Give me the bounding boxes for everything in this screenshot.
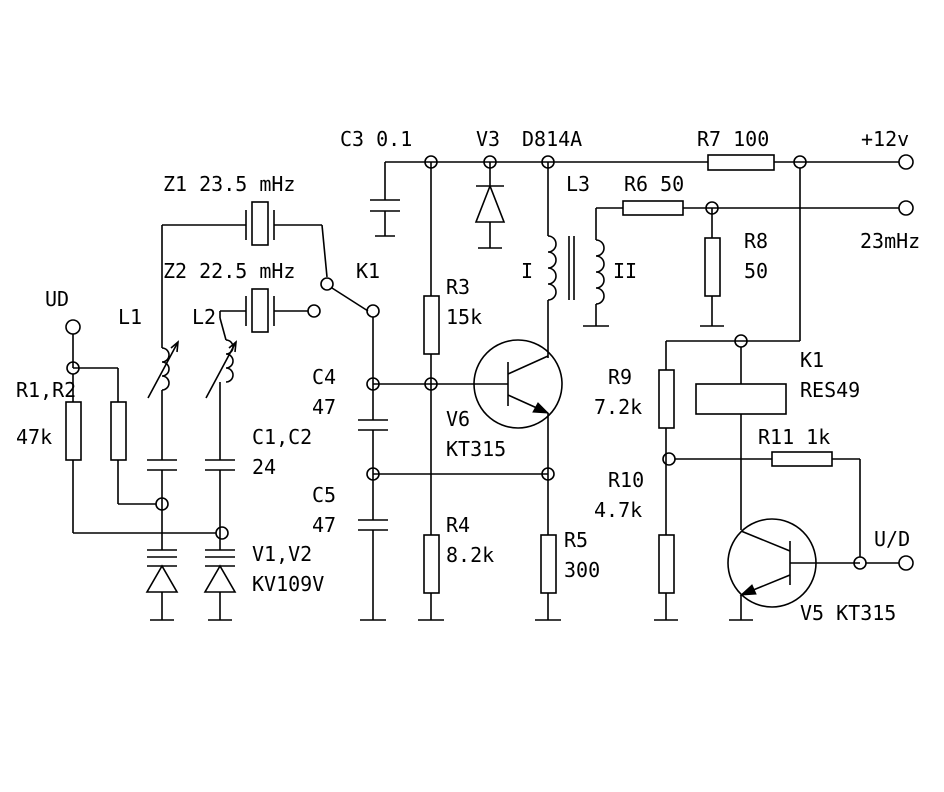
label-r4: R4 bbox=[446, 513, 470, 537]
label-d814a: D814A bbox=[522, 127, 582, 151]
resistor-r3 bbox=[423, 162, 440, 535]
label-v6: V6 bbox=[446, 407, 470, 431]
label-r5-value: 300 bbox=[564, 558, 600, 582]
label-r8: R8 bbox=[744, 229, 768, 253]
resistor-r6 bbox=[622, 200, 684, 216]
label-coil-i: I bbox=[521, 259, 533, 283]
label-plus12v: +12v bbox=[861, 127, 909, 151]
label-l2: L2 bbox=[192, 305, 216, 329]
transistor-v6 bbox=[473, 339, 563, 429]
resistor-r9 bbox=[658, 341, 675, 535]
relay-coil-k1 bbox=[695, 383, 787, 415]
relay-switch-k1 bbox=[331, 287, 380, 420]
label-v5: V5 KT315 bbox=[800, 601, 896, 625]
varicap-v1 bbox=[145, 549, 179, 621]
label-k1-relay-type: RES49 bbox=[800, 378, 860, 402]
label-l3: L3 bbox=[566, 172, 590, 196]
label-r3: R3 bbox=[446, 275, 470, 299]
label-ud: UD bbox=[45, 287, 69, 311]
coil-l1 bbox=[147, 225, 179, 460]
resistor-r4 bbox=[418, 534, 444, 621]
resistor-r8 bbox=[700, 208, 724, 327]
resistor-r5 bbox=[535, 534, 561, 621]
label-c1c2: C1,C2 bbox=[252, 425, 312, 449]
label-ud-out: U/D bbox=[874, 527, 910, 551]
relay-supply bbox=[666, 168, 801, 384]
label-r9-value: 7.2k bbox=[594, 395, 642, 419]
capacitor-c4 bbox=[358, 419, 388, 520]
label-c5-value: 47 bbox=[312, 513, 336, 537]
transistor-v5 bbox=[727, 518, 860, 621]
capacitor-c2 bbox=[205, 459, 235, 550]
coil-l2 bbox=[205, 311, 237, 460]
resistor-r7 bbox=[707, 154, 775, 171]
label-r8-value: 50 bbox=[744, 259, 768, 283]
label-k1-switch: K1 bbox=[356, 259, 380, 283]
coil-l3-primary bbox=[547, 162, 557, 358]
label-l1: L1 bbox=[118, 305, 142, 329]
crystal-z2 bbox=[220, 288, 321, 333]
label-r1r2: R1,R2 bbox=[16, 378, 76, 402]
label-r9: R9 bbox=[608, 365, 632, 389]
label-v3: V3 bbox=[476, 127, 500, 151]
label-r11: R11 1k bbox=[758, 425, 830, 449]
label-v1v2: V1,V2 bbox=[252, 542, 312, 566]
label-c3: C3 0.1 bbox=[340, 127, 412, 151]
label-r6: R6 50 bbox=[624, 172, 684, 196]
label-coil-ii: II bbox=[613, 259, 637, 283]
label-c4-value: 47 bbox=[312, 395, 336, 419]
resistor-r2 bbox=[110, 368, 156, 505]
resistor-r11 bbox=[771, 451, 833, 467]
resistor-r1 bbox=[65, 374, 216, 534]
varicap-v2 bbox=[203, 549, 237, 621]
zener-diode-v3 bbox=[474, 162, 506, 249]
label-v1v2-type: KV109V bbox=[252, 572, 324, 596]
label-r10: R10 bbox=[608, 468, 644, 492]
label-k1-relay: K1 bbox=[800, 348, 824, 372]
label-c5: C5 bbox=[312, 483, 336, 507]
plus12v-terminal bbox=[898, 154, 914, 170]
crystal-z1 bbox=[162, 201, 334, 291]
label-z1: Z1 23.5 mHz bbox=[163, 172, 295, 196]
label-z2: Z2 22.5 mHz bbox=[163, 259, 295, 283]
coil-l3-secondary bbox=[583, 207, 623, 327]
supply-rail bbox=[385, 154, 914, 170]
label-v6-type: KT315 bbox=[446, 437, 506, 461]
label-23mhz: 23mHz bbox=[860, 229, 920, 253]
label-r7: R7 100 bbox=[697, 127, 769, 151]
label-c1c2-value: 24 bbox=[252, 455, 276, 479]
capacitor-c3 bbox=[370, 162, 400, 237]
label-r10-value: 4.7k bbox=[594, 498, 642, 522]
label-r3-value: 15k bbox=[446, 305, 482, 329]
resistor-r10 bbox=[654, 534, 678, 621]
capacitor-c1 bbox=[147, 459, 177, 550]
label-r4-value: 8.2k bbox=[446, 543, 494, 567]
label-r1r2-value: 47k bbox=[16, 425, 52, 449]
label-c4: C4 bbox=[312, 365, 336, 389]
labels: C3 0.1 V3 D814A R7 100 +12v Z1 23.5 mHz … bbox=[16, 127, 920, 625]
capacitor-c5 bbox=[358, 519, 388, 621]
input-ud bbox=[65, 319, 118, 375]
output-23mhz-terminal bbox=[898, 200, 914, 216]
output-ud-terminal bbox=[898, 555, 914, 571]
coil-l3-core bbox=[568, 236, 575, 300]
label-r5: R5 bbox=[564, 528, 588, 552]
